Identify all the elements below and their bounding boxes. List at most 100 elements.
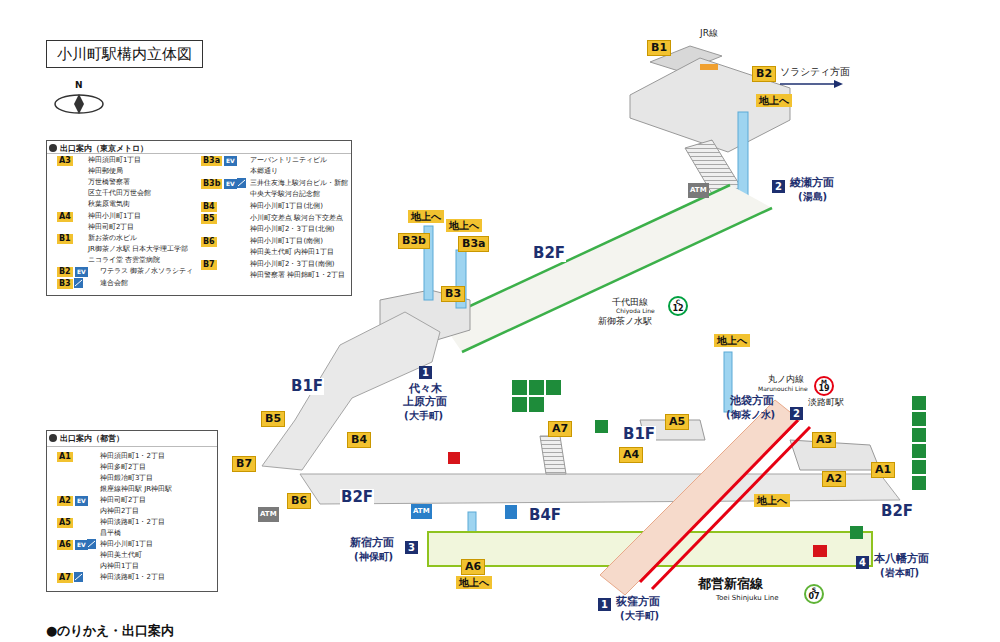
- escalator-icon: [74, 572, 83, 582]
- exit-code-tag: B3b: [201, 179, 222, 189]
- exit-destination: 神田司町2丁目: [88, 223, 134, 231]
- exit-code-tag: B6: [201, 237, 217, 247]
- exit-code-tag: B5: [201, 214, 217, 224]
- exit-destination: 神田小川町1丁目(南側): [250, 237, 323, 245]
- exit-destination: 神田小川町1丁目: [100, 540, 153, 548]
- exit-destination: 昌平橋: [100, 529, 121, 537]
- node-text: A7: [59, 573, 71, 582]
- direction-label: (大手町): [404, 410, 443, 422]
- marunouchi-track: [640, 420, 798, 582]
- node-text: 地上へ: [759, 95, 789, 106]
- exit-tag: B3: [441, 286, 465, 302]
- node-text: EV: [226, 180, 235, 187]
- map-label: 千代田線: [612, 297, 648, 307]
- exit-tag: A6: [461, 559, 485, 575]
- exit-code-tag: B4: [201, 202, 217, 212]
- heading-icon: [49, 144, 57, 152]
- node-text: 07: [808, 593, 819, 601]
- direction-number: 3: [405, 541, 418, 554]
- node-text: A1: [59, 452, 71, 461]
- node-text: A1: [875, 463, 891, 476]
- map-label: 淡路町駅: [808, 397, 844, 407]
- node-text: A2: [826, 472, 842, 485]
- exit-destination: 神田郵便局: [88, 167, 123, 175]
- exit-code-tag: A7: [57, 573, 73, 583]
- baby-icon: [912, 444, 926, 458]
- exit-destination: ニコライ堂 杏雲堂病院: [88, 256, 160, 264]
- exit-destination: 神田淡路町1・2丁目: [100, 518, 165, 526]
- floor-label: B1F: [290, 378, 324, 395]
- node-text: A5: [59, 518, 71, 527]
- elevator-badge: EV: [224, 179, 237, 189]
- exit-destination: 銀座線神田駅 JR神田駅: [100, 485, 172, 493]
- facility-icons: [448, 380, 926, 557]
- node-text: ATM: [413, 507, 430, 515]
- direction-number: 2: [772, 180, 785, 193]
- heading-icon: [49, 434, 57, 442]
- exit-code-tag: B3: [57, 279, 73, 289]
- map-label: Toei Shinjuku Line: [716, 594, 779, 602]
- exit-destination: 秋葉原電気街: [88, 200, 130, 208]
- node-text: 地上へ: [411, 211, 441, 222]
- exit-tag: B1: [647, 40, 671, 56]
- exit-destination: ワテラス 御茶ノ水ソラシティ: [100, 267, 193, 275]
- node-text: 出口案内（東京メトロ）: [60, 144, 347, 154]
- exit-destination: 神田司町2丁目: [100, 496, 146, 504]
- escalator-mark: [88, 541, 95, 547]
- escalator-icon: [237, 178, 246, 188]
- exit-code-tag: B2: [57, 267, 73, 277]
- node-text: 地上へ: [459, 577, 489, 588]
- node-text: B5: [203, 214, 215, 223]
- marunouchi-track: [652, 427, 810, 589]
- exit-destination: 三井住友海上駿河台ビル・新館: [250, 179, 348, 187]
- direction-number: 4: [856, 556, 869, 569]
- map-label: 都営新宿線: [698, 577, 763, 592]
- node-text: EV: [226, 157, 235, 164]
- node-text: B3: [59, 279, 71, 288]
- node-text: B3a: [462, 237, 485, 250]
- node-text: 出口案内（都営）: [60, 434, 213, 444]
- toilet-icon: [912, 476, 926, 490]
- node-text: A3: [59, 156, 71, 165]
- line-badge: C12: [668, 296, 688, 316]
- facility-icon: [850, 526, 863, 539]
- exit-destination: アーバントリニティビル: [250, 156, 327, 164]
- atm-icon: ATM: [688, 183, 709, 198]
- exit-code-tag: A2: [57, 496, 73, 506]
- marunouchi-platform: [600, 400, 800, 595]
- exit-tag: A5: [665, 414, 689, 430]
- exit-destination: 神田多町2丁目: [100, 463, 146, 471]
- node-text: EV: [77, 497, 86, 504]
- exit-destination: 本郷通り: [250, 167, 278, 175]
- exit-destination: 神田鍛冶町3丁目: [100, 474, 153, 482]
- node-text: A2: [59, 496, 71, 505]
- node-text: 地上へ: [717, 335, 747, 346]
- exit-code-tag: A3: [57, 156, 73, 166]
- node-text: B1: [651, 41, 667, 54]
- direction-label: 本八幡方面: [874, 553, 929, 566]
- exit-tag: A1: [871, 462, 895, 478]
- toilet-icon: [912, 412, 926, 426]
- node-text: EV: [77, 268, 86, 275]
- exit-destination: 連合会館: [100, 279, 128, 287]
- node-text: B3b: [203, 179, 220, 188]
- exit-code-tag: A4: [57, 212, 73, 222]
- direction-label: 池袋方面: [730, 395, 774, 408]
- direction-arrow: [834, 80, 843, 88]
- chiyoda-track: [440, 185, 730, 320]
- exit-destination: 神田小川町2・3丁目(北側): [250, 225, 334, 233]
- node-text: B3b: [402, 234, 426, 247]
- exit-tag: B6: [287, 493, 311, 509]
- toilet-icon: [546, 380, 561, 395]
- atm-icon: ATM: [411, 504, 432, 519]
- exit-destination: JR御茶ノ水駅 日本大学理工学部: [88, 245, 188, 253]
- to-ground-tag: 地上へ: [754, 494, 790, 507]
- node-text: B1: [59, 234, 71, 243]
- exit-destination: 小川町交差点 駿河台下交差点: [250, 214, 343, 222]
- node-text: 12: [672, 305, 683, 313]
- exit-code-tag: B1: [57, 234, 73, 244]
- chiyoda-track: [462, 208, 772, 352]
- node-text: 1: [422, 367, 429, 378]
- escalator-mark: [238, 180, 245, 186]
- node-text: A6: [59, 540, 71, 549]
